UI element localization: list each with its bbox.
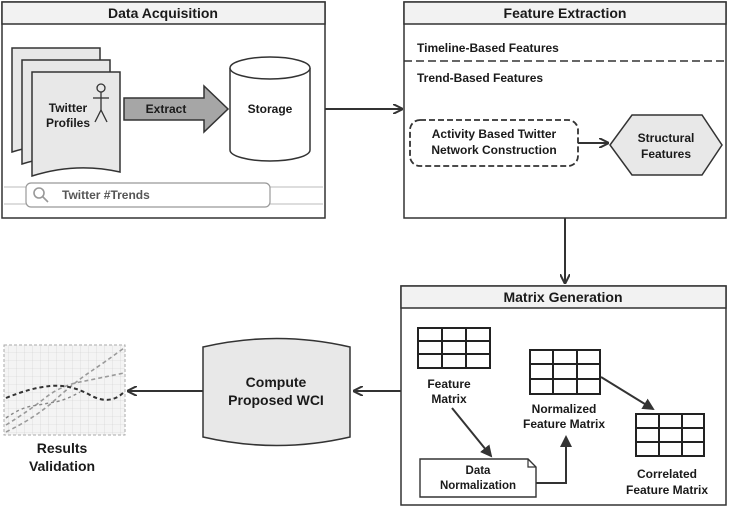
- twitter-profiles-stack: Twitter Profiles: [11, 47, 121, 178]
- profiles-label-line2: Profiles: [46, 116, 90, 130]
- matrix-generation-panel: Matrix Generation Feature Matrix Normali…: [400, 285, 727, 506]
- correlated-matrix-line1: Correlated: [637, 467, 697, 481]
- data-acquisition-panel: Data Acquisition Twitter Profiles Extrac…: [1, 1, 326, 219]
- feature-matrix-line1: Feature: [427, 377, 471, 391]
- data-normalization-doc: Data Normalization: [419, 458, 537, 498]
- trends-search-bar: Twitter #Trends: [4, 182, 323, 208]
- feature-extraction-panel: Feature Extraction Timeline-Based Featur…: [403, 1, 727, 219]
- results-line2: Validation: [29, 458, 95, 474]
- data-normalization-line2: Normalization: [440, 480, 516, 492]
- extract-label: Extract: [146, 102, 187, 116]
- structural-features-hexagon: Structural Features: [609, 114, 723, 176]
- structural-label-line1: Structural: [638, 131, 695, 145]
- structural-label-line2: Features: [641, 147, 691, 161]
- activity-label-line1: Activity Based Twitter: [432, 127, 557, 141]
- activity-network-box: Activity Based Twitter Network Construct…: [409, 119, 579, 167]
- matrix-generation-title: Matrix Generation: [503, 289, 622, 305]
- data-normalization-line1: Data: [466, 465, 492, 477]
- data-acquisition-title: Data Acquisition: [108, 5, 218, 21]
- compute-line1: Compute: [246, 374, 307, 390]
- normalization-to-normalized-arrow: [536, 435, 572, 484]
- normalized-matrix-line1: Normalized: [532, 402, 597, 416]
- feature-extraction-title: Feature Extraction: [504, 5, 627, 21]
- search-text: Twitter #Trends: [62, 188, 150, 202]
- profiles-label-line1: Twitter: [49, 101, 88, 115]
- extract-arrow: Extract: [123, 84, 230, 134]
- results-line1: Results: [37, 440, 88, 456]
- normalized-to-correlated-arrow: [600, 376, 655, 411]
- feature-matrix-grid-icon: [417, 327, 491, 369]
- timeline-features-label: Timeline-Based Features: [417, 41, 559, 55]
- compute-wci-shape: Compute Proposed WCI: [202, 337, 351, 447]
- results-plot-thumbnail: [3, 344, 126, 436]
- feature-to-normalization-arrow: [451, 407, 493, 458]
- compute-line2: Proposed WCI: [228, 392, 324, 408]
- storage-label: Storage: [248, 102, 293, 116]
- correlated-matrix-grid-icon: [635, 413, 705, 457]
- search-icon: [33, 187, 49, 203]
- activity-label-line2: Network Construction: [431, 143, 556, 157]
- normalized-matrix-grid-icon: [529, 349, 601, 395]
- trend-features-label: Trend-Based Features: [417, 71, 543, 85]
- correlated-matrix-line2: Feature Matrix: [626, 483, 708, 497]
- storage-cylinder: Storage: [229, 56, 311, 162]
- feature-matrix-line2: Matrix: [431, 392, 467, 406]
- user-figure-icon: [93, 83, 109, 123]
- normalized-matrix-line2: Feature Matrix: [523, 417, 605, 431]
